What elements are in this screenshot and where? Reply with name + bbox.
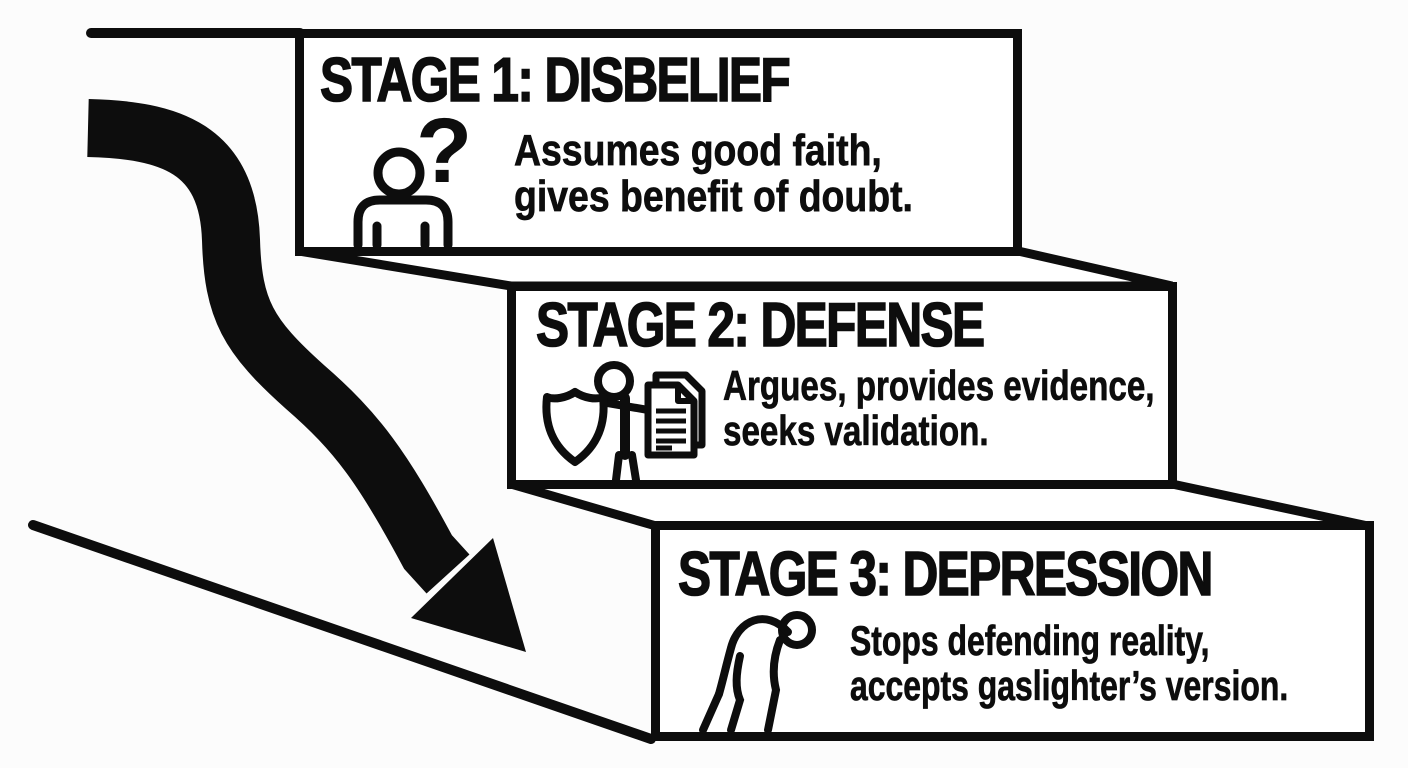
stair-tread-1 [298, 246, 1173, 291]
hanging-arm-leg [764, 636, 784, 734]
floor-slope-line [28, 520, 656, 744]
descent-arrow [87, 99, 526, 652]
stage-3-box: STAGE 3: DEPRESSION Stops defending real… [651, 521, 1374, 741]
stage-2-title: STAGE 2: DEFENSE [535, 291, 985, 360]
person-head [594, 361, 634, 401]
stage-2-description: Argues, provides evidence, seeks validat… [723, 362, 1155, 454]
person-torso [353, 195, 453, 250]
document-fold-corner [675, 385, 694, 404]
person-question-icon: ? [353, 100, 472, 250]
stage-1-description: Assumes good faith, gives benefit of dou… [514, 126, 914, 221]
stage-3-desc-line-1: Stops defending reality, [850, 617, 1210, 664]
question-mark-glyph: ? [416, 100, 472, 202]
hunched-back [715, 615, 792, 698]
document-text-lines [656, 408, 686, 451]
stage-2-desc-line-1: Argues, provides evidence, [723, 362, 1155, 409]
stage-1-title: STAGE 1: DISBELIEF [319, 46, 791, 115]
stage-1-box: STAGE 1: DISBELIEF ? Assumes good faith,… [295, 29, 1022, 256]
person-arms [372, 221, 430, 250]
hunched-person-icon [699, 611, 816, 734]
stage-2-box: STAGE 2: DEFENSE Argues, provides eviden… [507, 282, 1177, 489]
front-leg [727, 652, 745, 734]
descent-arrow-shaft [87, 99, 470, 594]
stage-3-description: Stops defending reality, accepts gasligh… [850, 617, 1289, 709]
rear-leg [699, 690, 723, 734]
descent-arrow-head [411, 538, 526, 652]
stage-1-desc-line-2: gives benefit of doubt. [514, 172, 914, 221]
stage-3-title: STAGE 3: DEPRESSION [677, 540, 1214, 609]
person-head [373, 147, 425, 199]
stage-1-desc-line-1: Assumes good faith, [514, 126, 882, 175]
stage-3-desc-line-2: accepts gaslighter’s version. [850, 662, 1289, 709]
shield-person-documents-icon [542, 361, 706, 484]
person-legs [612, 451, 640, 484]
documents-icon [644, 371, 706, 459]
stage-2-desc-line-2: seeks validation. [723, 407, 989, 454]
shield-icon [542, 388, 608, 466]
stair-tread-2 [509, 479, 1369, 531]
